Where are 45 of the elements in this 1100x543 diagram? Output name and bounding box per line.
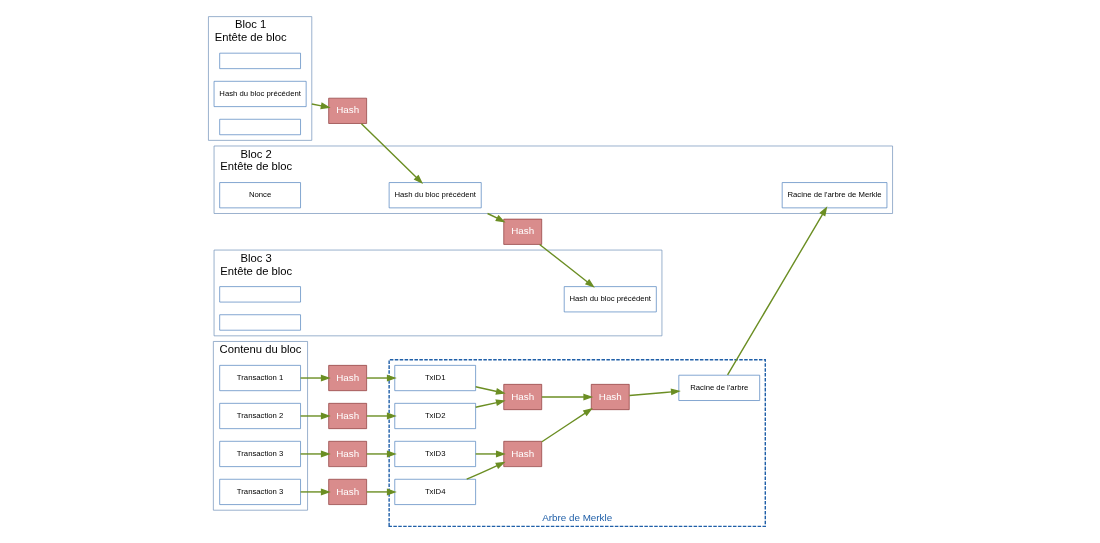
node-box xyxy=(218,286,301,303)
node-box: Racine de l'arbre xyxy=(677,374,760,401)
arrow xyxy=(540,393,593,401)
arrow xyxy=(365,450,397,458)
node-box: Transaction 1 xyxy=(218,365,301,392)
arrow xyxy=(299,450,331,458)
node-box: TxID1 xyxy=(393,365,476,392)
node-box: Hash du bloc précédent xyxy=(388,182,482,209)
node-box: Transaction 3 xyxy=(218,478,301,505)
node-box: Hash du bloc précédent xyxy=(563,286,657,313)
node-box: Hash du bloc précédent xyxy=(213,80,307,107)
node-box: TxID3 xyxy=(393,440,476,467)
node-box: Hash xyxy=(327,402,367,429)
arrow xyxy=(538,243,595,288)
node-box: Hash xyxy=(327,365,367,392)
arrow xyxy=(465,461,506,480)
node-box: Hash xyxy=(502,440,542,467)
node-box: Hash xyxy=(327,97,367,124)
node-box: Hash xyxy=(502,218,542,245)
node-box xyxy=(218,118,301,136)
arrow xyxy=(726,206,827,376)
node-box xyxy=(218,314,301,331)
arrow xyxy=(474,399,506,408)
node-box: Hash xyxy=(590,384,630,410)
arrow xyxy=(474,386,506,395)
node-box: Hash xyxy=(502,384,542,410)
node-box: TxID4 xyxy=(393,478,476,505)
arrow xyxy=(365,488,397,496)
arrow xyxy=(360,122,423,185)
node-box xyxy=(218,52,301,69)
arrow xyxy=(365,412,397,420)
node-box: Hash xyxy=(327,478,367,505)
node-box: Transaction 3 xyxy=(218,440,301,467)
arrow xyxy=(540,408,593,443)
node-box: Hash xyxy=(327,440,367,467)
node-box: Racine de l'arbre de Merkle xyxy=(781,182,887,209)
arrow xyxy=(299,488,331,496)
node-box: Transaction 2 xyxy=(218,402,301,429)
node-box: TxID2 xyxy=(393,402,476,429)
arrow xyxy=(474,450,506,458)
arrow xyxy=(299,374,331,382)
arrow xyxy=(299,412,331,420)
arrow xyxy=(365,374,397,382)
node-box: Nonce xyxy=(218,182,301,209)
arrow xyxy=(628,388,681,397)
